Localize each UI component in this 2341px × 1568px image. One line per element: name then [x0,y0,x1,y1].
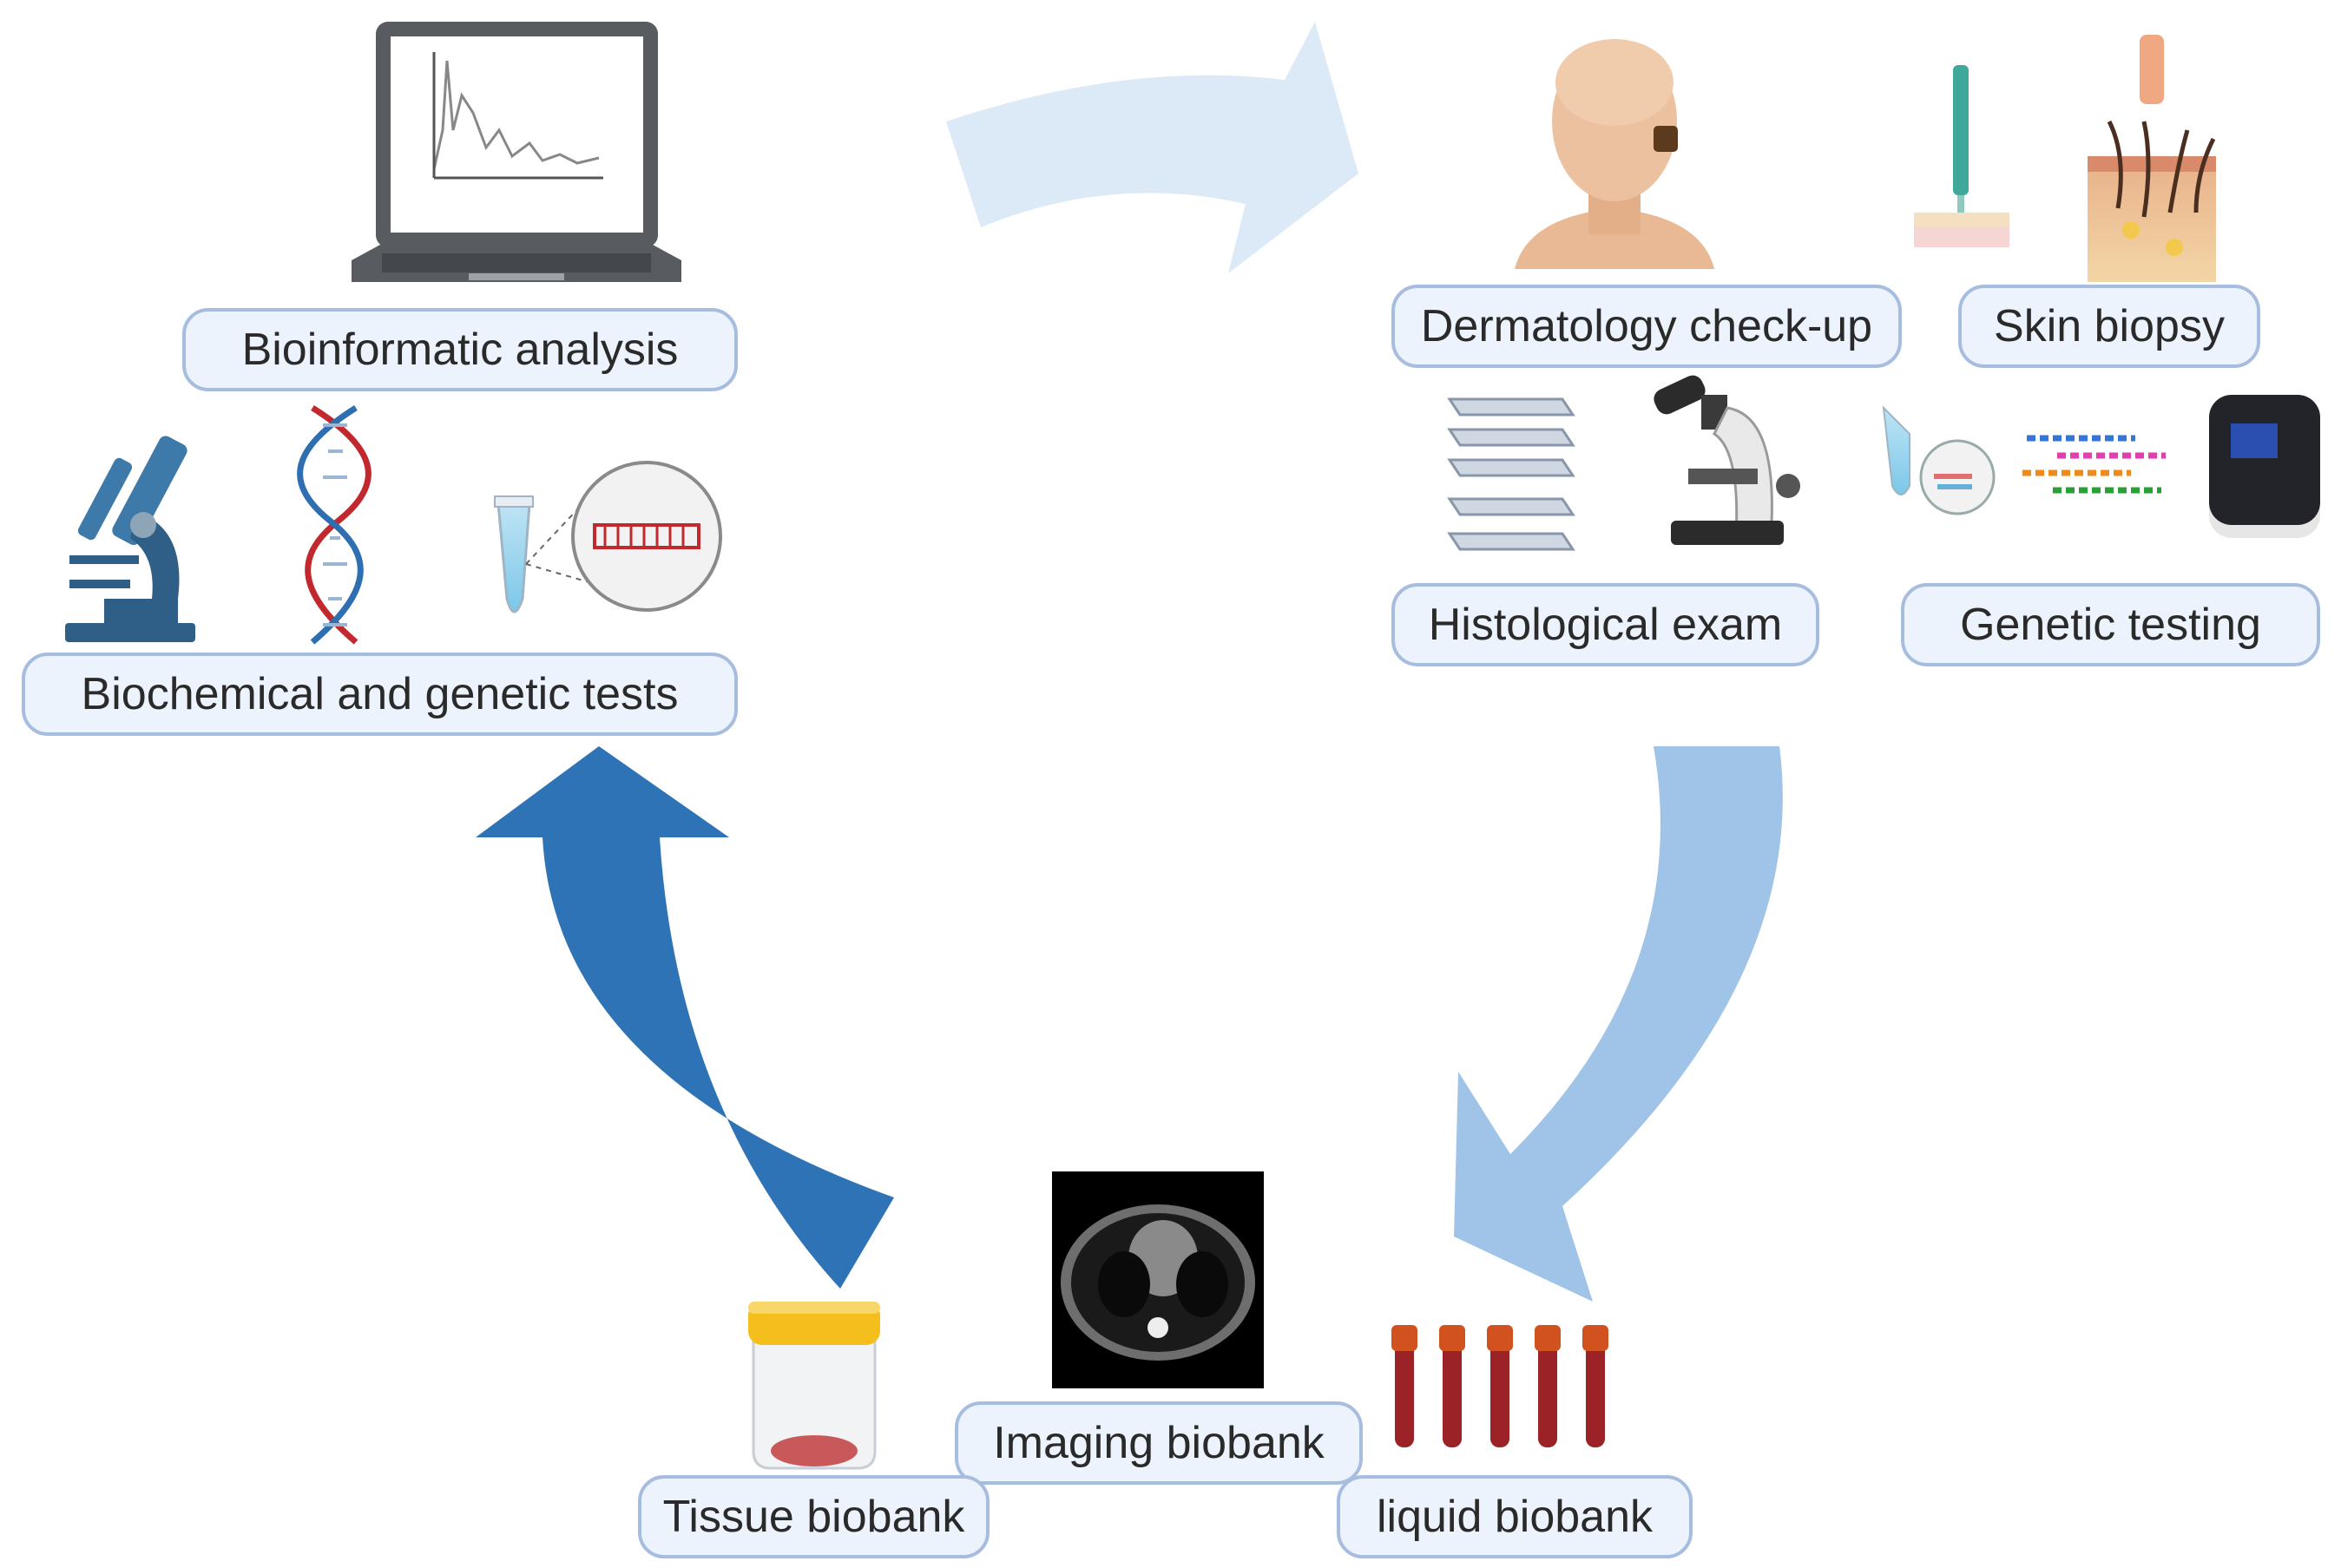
label-dermatology-checkup: Dermatology check-up [1391,285,1902,368]
label-tissue-biobank: Tissue biobank [638,1475,990,1558]
arrow-top-icon [946,22,1358,273]
tube-loupe-icon [1882,405,1996,515]
skin-layers-icon [2088,35,2216,282]
biopsy-punch-icon [1914,65,2009,247]
label-genetic-testing: Genetic testing [1901,583,2320,666]
label-bioinformatic-analysis: Bioinformatic analysis [182,308,738,391]
lab-microscope-icon [1654,375,1800,545]
blood-tubes-icon [1391,1325,1608,1447]
arrow-left-icon [476,746,894,1289]
microscope-icon [65,436,195,642]
label-liquid-biobank: liquid biobank [1337,1475,1693,1558]
sequencer-icon [2209,395,2320,538]
tube-magnifier-icon [494,461,722,613]
label-skin-biopsy: Skin biopsy [1958,285,2260,368]
patient-head-icon [1515,39,1714,269]
arrow-right-icon [1454,746,1783,1302]
label-imaging-biobank: Imaging biobank [955,1401,1363,1485]
ct-scan-icon [1052,1171,1264,1388]
label-biochemical-genetic-tests: Biochemical and genetic tests [22,653,738,736]
dna-helix-icon [297,405,372,645]
laptop-chart-icon [352,22,681,282]
specimen-jar-icon [748,1302,880,1470]
label-histological-exam: Histological exam [1391,583,1819,666]
slide-stack-icon [1447,397,1575,551]
sequence-reads-icon [2022,435,2166,494]
